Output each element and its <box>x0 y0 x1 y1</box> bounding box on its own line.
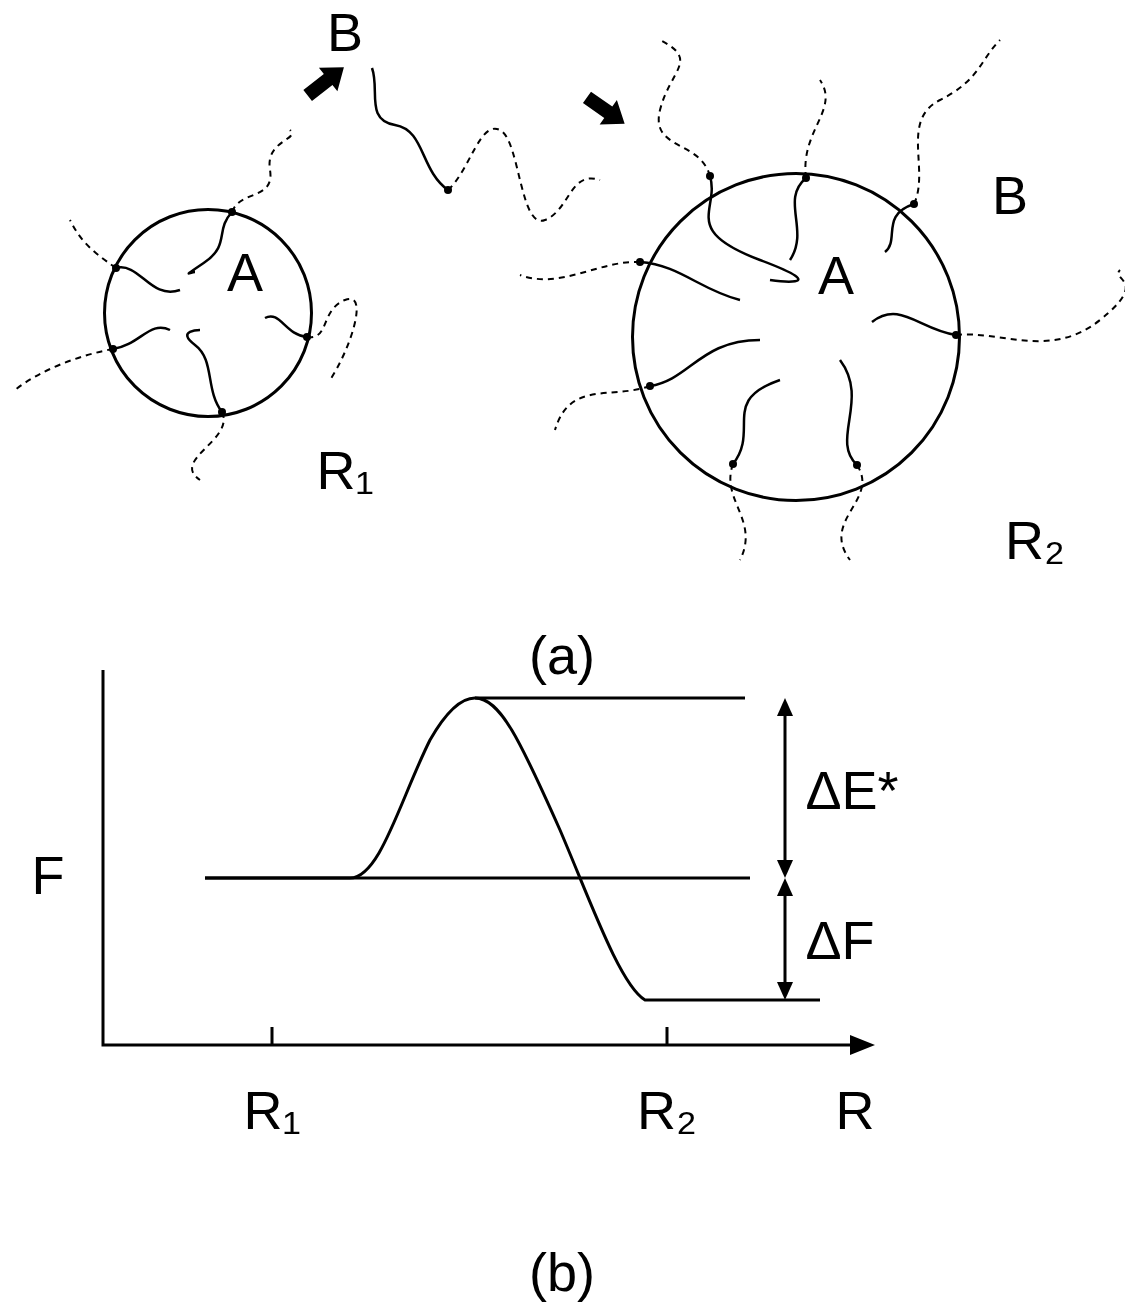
panel-label: (a) <box>529 628 595 682</box>
block-label: A <box>227 245 263 299</box>
micelle-core: A <box>103 208 313 418</box>
barrier-label: ΔE* <box>805 763 898 817</box>
tick-label: R₁ <box>243 1083 300 1137</box>
axis-label: R <box>836 1083 875 1137</box>
block-label: B <box>992 168 1028 222</box>
radius-label: R₁ <box>316 443 373 497</box>
radius-label: R₂ <box>1005 513 1065 567</box>
tick-label: R₂ <box>637 1083 697 1137</box>
block-label: A <box>818 248 854 302</box>
micelle-core: A <box>631 172 961 502</box>
energy-difference-label: ΔF <box>805 913 874 967</box>
block-label: B <box>327 5 363 59</box>
panel-label: (b) <box>529 1245 595 1299</box>
axis-label: F <box>32 848 65 902</box>
